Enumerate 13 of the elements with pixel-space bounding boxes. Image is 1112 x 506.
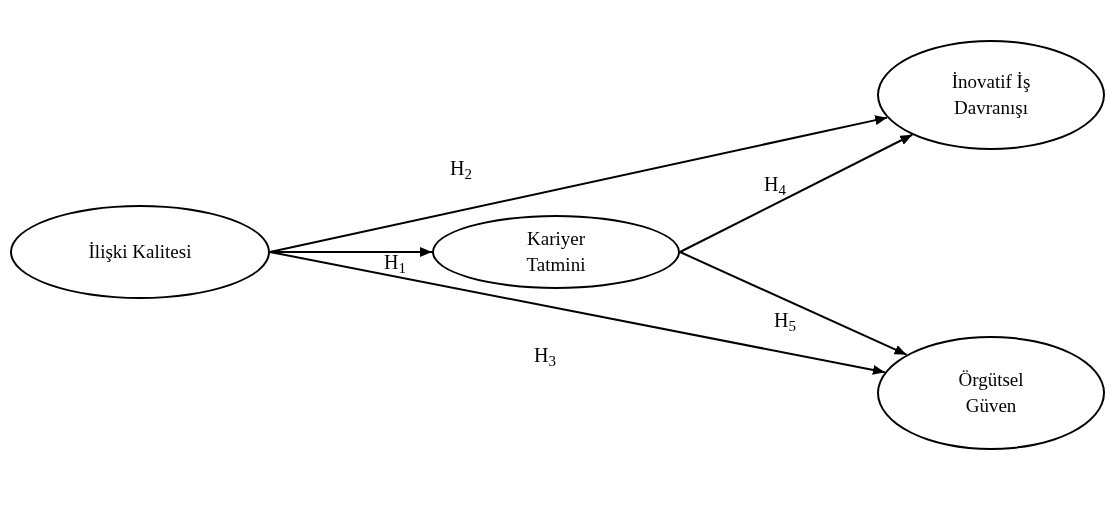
construct-name: İnovatif İş Davranışı bbox=[950, 70, 1032, 120]
arrow bbox=[679, 133, 914, 253]
construct-name: Örgütsel Güven bbox=[957, 368, 1025, 418]
hypothesis-label: H$_{1}$ bbox=[384, 250, 406, 274]
arrow bbox=[269, 115, 889, 253]
construct-name: Kariyer Tatmini bbox=[525, 227, 587, 277]
hypothesis-label: H$_{2}$ bbox=[450, 156, 472, 180]
arrow bbox=[679, 251, 908, 356]
hypothesis-label: H$_{3}$ bbox=[534, 343, 556, 367]
arrow bbox=[269, 251, 886, 375]
hypothesis-label: H$_{4}$ bbox=[764, 172, 786, 196]
construct-name: İlişki Kalitesi bbox=[88, 240, 192, 264]
hypothesis-label: H$_{5}$ bbox=[774, 308, 796, 332]
